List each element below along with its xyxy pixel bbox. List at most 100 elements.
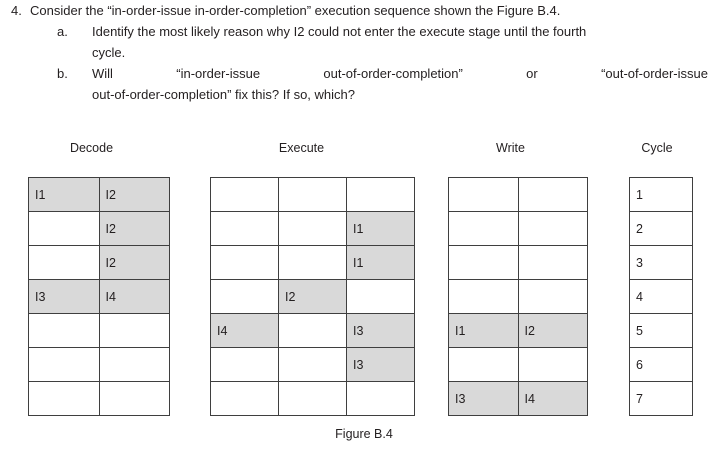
grid-cell-execute-r6-c1 [210, 347, 279, 382]
table-row [210, 177, 415, 212]
grid-cell-execute-r1-c2 [278, 177, 347, 212]
grid-cell-decode-r3-c2: I2 [98, 245, 170, 280]
table-row: 1 [629, 177, 693, 212]
grid-cell-execute-r4-c2: I2 [278, 279, 347, 314]
sub-item-a-line1: Identify the most likely reason why I2 c… [92, 24, 587, 39]
sub-item-b-line2: out-of-order-completion” fix this? If so… [92, 87, 355, 102]
grid-cell-decode-r7-c2 [98, 381, 170, 416]
table-row: I2 [210, 279, 415, 314]
question-sub-item-a-row: a. Identify the most likely reason why I… [0, 21, 728, 42]
question-number: 4. [11, 3, 22, 18]
grid-cell-execute-r3-c1 [210, 245, 279, 280]
grid-cell-write-r6-c1 [448, 347, 519, 382]
grid-cell-write-r6-c2 [517, 347, 588, 382]
grid-cell-write-r4-c2 [517, 279, 588, 314]
grid-cell-execute-r2-c3: I1 [346, 211, 415, 246]
grid-cell-execute-r7-c2 [278, 381, 347, 416]
grid-cell-decode-r2-c1 [28, 211, 100, 246]
grid-cell-decode-r4-c1: I3 [28, 279, 100, 314]
grid-cell-write-r5-c1: I1 [448, 313, 519, 348]
sub-item-b-marker: b. [57, 66, 68, 81]
grid-cell-decode-r5-c1 [28, 313, 100, 348]
grid-cell-execute-r5-c2 [278, 313, 347, 348]
grid-cell-write-r1-c2 [517, 177, 588, 212]
grid-cell-write-r1-c1 [448, 177, 519, 212]
grid-cell-decode-r4-c2: I4 [98, 279, 170, 314]
grid-cell-write-r3-c1 [448, 245, 519, 280]
grid-cell-cycle-r2-c1: 2 [629, 211, 693, 246]
grid-cell-execute-r1-c3 [346, 177, 415, 212]
stage-cycle-title: Cycle [641, 141, 673, 155]
grid-cell-execute-r2-c2 [278, 211, 347, 246]
grid-cell-execute-r3-c2 [278, 245, 347, 280]
grid-cell-decode-r3-c1 [28, 245, 100, 280]
grid-cell-write-r4-c1 [448, 279, 519, 314]
grid-cell-cycle-r5-c1: 5 [629, 313, 693, 348]
grid-cell-execute-r6-c3: I3 [346, 347, 415, 382]
stage-execute-title: Execute [278, 141, 325, 155]
table-row: I1 [210, 245, 415, 280]
table-row: 3 [629, 245, 693, 280]
grid-cell-execute-r5-c3: I3 [346, 313, 415, 348]
table-row [448, 347, 588, 382]
question-sub-item-b-row: b. Will “in-order-issue out-of-order-com… [0, 63, 728, 84]
question-stem-row: 4. Consider the “in-order-issue in-order… [0, 0, 728, 21]
sub-item-a-line2: cycle. [92, 45, 126, 60]
grid-cell-execute-r5-c1: I4 [210, 313, 279, 348]
question-stem-text: Consider the “in-order-issue in-order-co… [30, 3, 561, 18]
table-row: 5 [629, 313, 693, 348]
grid-cell-cycle-r7-c1: 7 [629, 381, 693, 416]
figure-caption: Figure B.4 [335, 427, 393, 441]
table-row: I2 [28, 245, 170, 280]
grid-cell-write-r2-c1 [448, 211, 519, 246]
table-row: I1 [210, 211, 415, 246]
grid-cell-cycle-r3-c1: 3 [629, 245, 693, 280]
table-row [28, 313, 170, 348]
grid-cell-decode-r1-c2: I2 [98, 177, 170, 212]
grid-cell-decode-r2-c2: I2 [98, 211, 170, 246]
table-row: 4 [629, 279, 693, 314]
sub-item-b-line1: Will “in-order-issue out-of-order-comple… [92, 66, 708, 81]
table-row [448, 177, 588, 212]
grid-cell-write-r3-c2 [517, 245, 588, 280]
grid-cell-cycle-r6-c1: 6 [629, 347, 693, 382]
table-row: I4 I3 [210, 313, 415, 348]
grid-cell-execute-r1-c1 [210, 177, 279, 212]
stage-write-title: Write [496, 141, 525, 155]
grid-cell-write-r7-c2: I4 [517, 381, 588, 416]
grid-cell-write-r2-c2 [517, 211, 588, 246]
grid-cell-execute-r6-c2 [278, 347, 347, 382]
grid-cell-execute-r7-c1 [210, 381, 279, 416]
grid-cell-decode-r1-c1: I1 [28, 177, 100, 212]
table-row [210, 381, 415, 416]
grid-cell-decode-r5-c2 [98, 313, 170, 348]
grid-cell-execute-r4-c3 [346, 279, 415, 314]
grid-cell-execute-r4-c1 [210, 279, 279, 314]
grid-cell-write-r5-c2: I2 [517, 313, 588, 348]
grid-cell-write-r7-c1: I3 [448, 381, 519, 416]
table-row: 6 [629, 347, 693, 382]
grid-cell-cycle-r1-c1: 1 [629, 177, 693, 212]
table-row: I3 [210, 347, 415, 382]
table-row [28, 381, 170, 416]
grid-cell-execute-r7-c3 [346, 381, 415, 416]
table-row [448, 279, 588, 314]
grid-cell-cycle-r4-c1: 4 [629, 279, 693, 314]
sub-item-a-marker: a. [57, 24, 68, 39]
table-row: 7 [629, 381, 693, 416]
stage-decode-title: Decode [69, 141, 114, 155]
question-block: 4. Consider the “in-order-issue in-order… [0, 0, 728, 105]
table-row [448, 245, 588, 280]
grid-cell-decode-r6-c1 [28, 347, 100, 382]
grid-cell-execute-r2-c1 [210, 211, 279, 246]
table-row: 2 [629, 211, 693, 246]
table-row [28, 347, 170, 382]
